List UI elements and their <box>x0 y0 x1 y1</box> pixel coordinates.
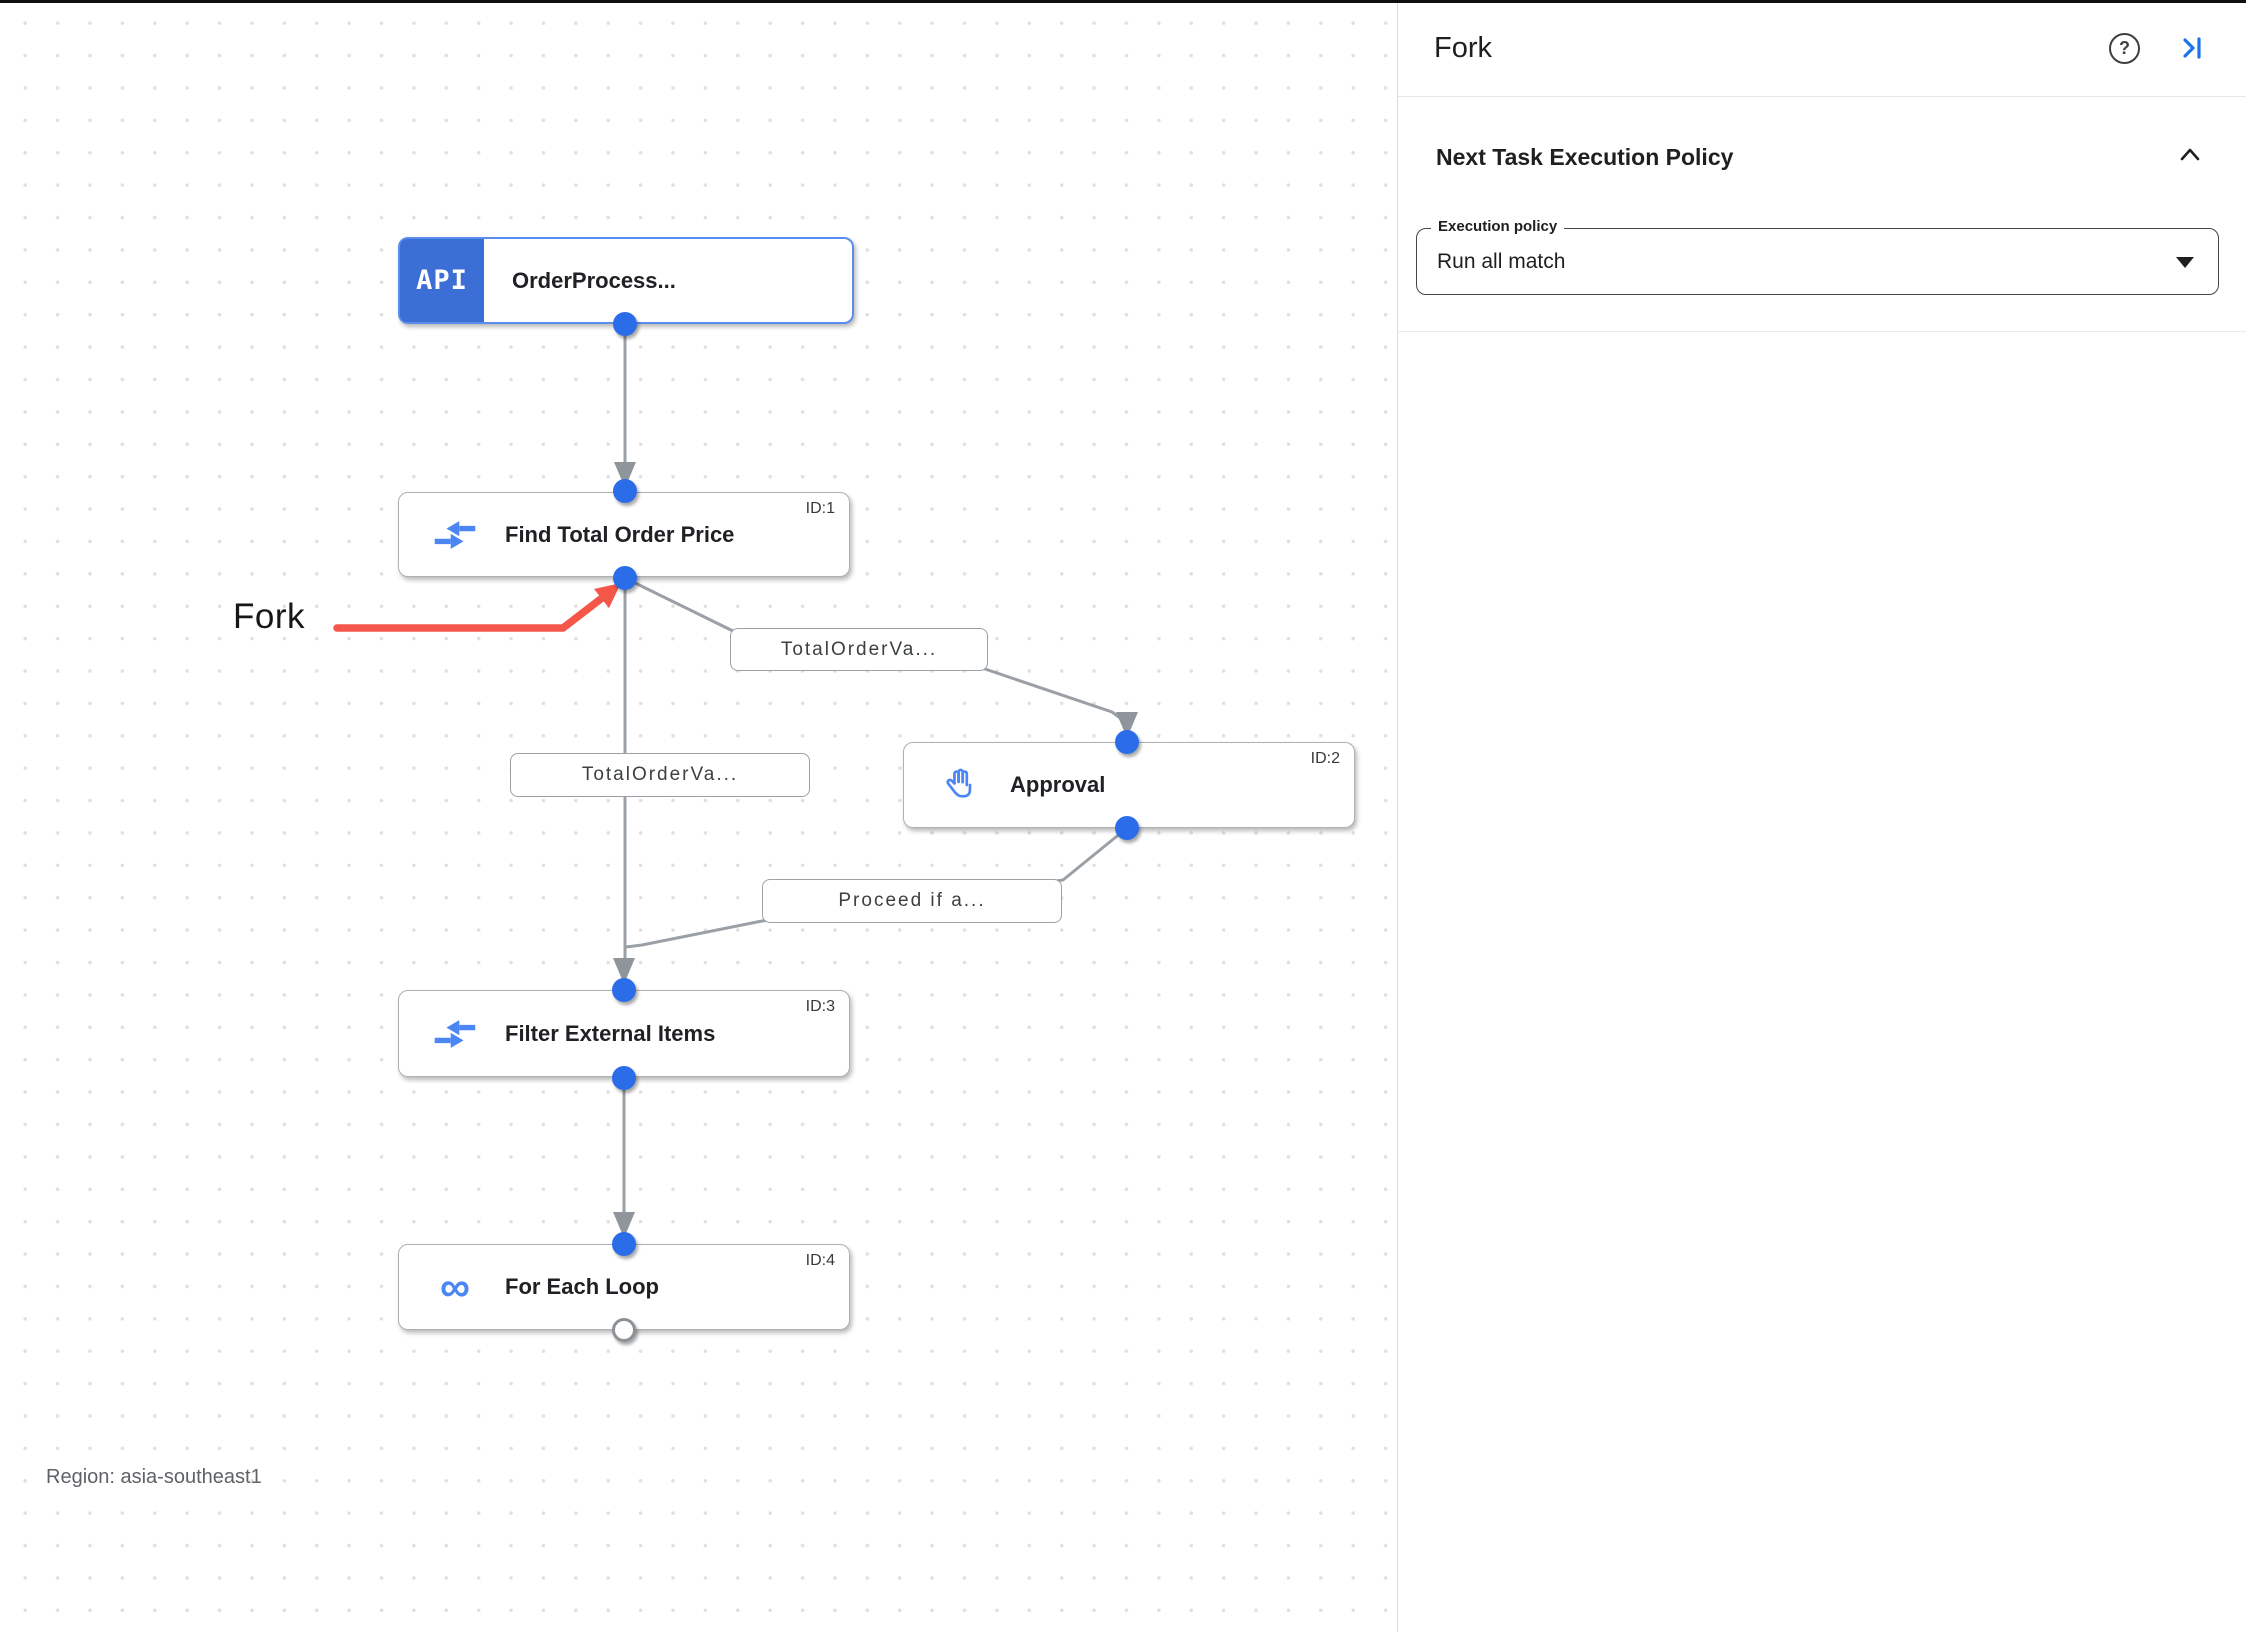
node-id-badge: ID:4 <box>805 1252 835 1269</box>
node-id-badge: ID:1 <box>805 500 835 517</box>
data-mapping-icon <box>431 1018 479 1050</box>
workflow-canvas[interactable]: Fork TotalOrderVa... TotalOrderVa... Pro… <box>0 0 1397 1632</box>
arrowhead <box>1116 712 1138 738</box>
edge-task2-to-task3 <box>625 826 1128 949</box>
node-filter-external-items[interactable]: ID:3 Filter External Items <box>398 990 850 1077</box>
help-icon[interactable]: ? <box>2109 32 2140 64</box>
edge-label-text: TotalOrderVa... <box>780 638 938 660</box>
connector-task2-out[interactable] <box>1115 816 1139 840</box>
node-order-process-trigger[interactable]: API OrderProcess... <box>398 237 854 324</box>
node-for-each-loop[interactable]: ID:4 ∞ For Each Loop <box>398 1244 850 1330</box>
approval-hand-icon <box>936 766 984 804</box>
connector-task4-end[interactable] <box>612 1318 636 1342</box>
data-mapping-icon <box>431 519 479 551</box>
node-id-badge: ID:2 <box>1310 750 1340 767</box>
node-title: Find Total Order Price <box>505 521 735 547</box>
node-title: OrderProcess... <box>512 267 676 293</box>
arrowhead <box>614 462 636 488</box>
panel-title: Fork <box>1434 31 1492 64</box>
chevron-up-icon[interactable] <box>2176 141 2204 174</box>
connector-task3-in[interactable] <box>612 978 636 1002</box>
config-panel-fork: Fork ? Next Task Execution Policy Execut… <box>1397 0 2246 1632</box>
fork-annotation-arrow <box>333 594 606 632</box>
fork-annotation-arrowhead <box>594 583 621 608</box>
execution-policy-select[interactable]: Execution policy Run all match <box>1416 218 2219 295</box>
node-id-badge: ID:3 <box>805 998 835 1015</box>
connector-task2-in[interactable] <box>1115 730 1139 754</box>
region-label: Region: asia-southeast1 <box>46 1466 262 1488</box>
fork-annotation-label: Fork <box>233 597 305 636</box>
section-divider <box>1398 331 2246 332</box>
edge-label-text: Proceed if a... <box>838 890 986 911</box>
loop-icon: ∞ <box>431 1263 479 1310</box>
next-task-policy-section-header: Next Task Execution Policy <box>1398 97 2246 174</box>
connector-task1-in[interactable] <box>613 479 637 503</box>
panel-header: Fork ? <box>1398 0 2246 97</box>
window-top-edge <box>0 0 2246 3</box>
node-approval[interactable]: ID:2 Approval <box>903 742 1355 828</box>
node-find-total-order-price[interactable]: ID:1 Find Total Order Price <box>398 492 850 577</box>
help-glyph: ? <box>2119 37 2130 58</box>
edge-layer <box>333 324 1138 1238</box>
api-trigger-icon: API <box>400 239 484 322</box>
arrowhead <box>613 1212 635 1238</box>
infinity-glyph: ∞ <box>440 1263 470 1310</box>
connector-task3-out[interactable] <box>612 1066 636 1090</box>
connector-task1-out[interactable] <box>613 566 637 590</box>
edge-label-text: TotalOrderVa... <box>581 764 739 785</box>
node-title: For Each Loop <box>505 1274 659 1299</box>
collapse-panel-icon[interactable] <box>2176 32 2208 64</box>
connector-trigger-out[interactable] <box>613 312 637 336</box>
node-title: Filter External Items <box>505 1020 716 1046</box>
execution-policy-label: Execution policy <box>1431 218 1565 235</box>
arrowhead <box>613 958 635 984</box>
dropdown-caret-icon <box>2176 257 2194 268</box>
section-title: Next Task Execution Policy <box>1436 144 1734 170</box>
node-title: Approval <box>1010 772 1106 797</box>
execution-policy-value: Run all match <box>1437 249 1566 273</box>
edge-label-proceed-if[interactable]: Proceed if a... <box>762 879 1062 923</box>
edge-label-total-order-value-1[interactable]: TotalOrderVa... <box>730 628 988 671</box>
connector-task4-in[interactable] <box>612 1232 636 1256</box>
edge-label-total-order-value-2[interactable]: TotalOrderVa... <box>510 753 810 797</box>
